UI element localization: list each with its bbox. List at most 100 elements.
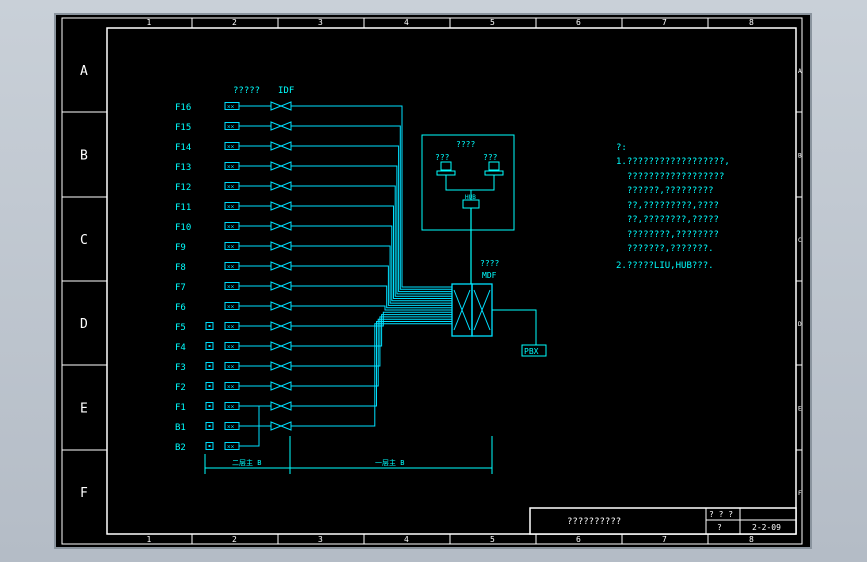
drawing-number: 2-2-09 — [752, 523, 781, 532]
outlet-glyph-icon: ×× — [227, 324, 235, 331]
telephone-outlet-icon — [205, 362, 214, 370]
pc-left-label: ??? — [435, 153, 450, 162]
outlet-glyph-icon: ×× — [227, 424, 235, 431]
floor-label: F6 — [175, 303, 186, 313]
dimension-left: 二层主 B — [232, 458, 261, 467]
note-line: ??,?????????,???? — [616, 201, 719, 211]
hub-label: HUB — [465, 194, 476, 201]
row-label-D: D — [80, 317, 88, 332]
mdf-label-top: ???? — [480, 259, 499, 268]
outlet-glyph-icon: ×× — [227, 144, 235, 151]
floor-label: F14 — [175, 143, 191, 153]
floor-row-f16: F16 ×× — [175, 101, 292, 113]
outlet-glyph-icon: ×× — [227, 184, 235, 191]
column-label-2: 2 — [232, 535, 237, 544]
floor-label: F15 — [175, 123, 191, 133]
column-label-3: 3 — [318, 18, 323, 27]
telephone-outlet-icon — [205, 422, 214, 430]
row-label-right-C: C — [798, 237, 802, 244]
column-label-8: 8 — [749, 535, 754, 544]
row-label-right-E: E — [798, 406, 802, 413]
riser-diagram: F16××F15××F14××F13××F12××F11××F10××F9××F… — [175, 101, 452, 453]
telephone-outlet-icon — [205, 402, 214, 410]
column-label-8: 8 — [749, 18, 754, 27]
drawing-sheet — [54, 13, 812, 549]
outlet-glyph-icon: ×× — [227, 344, 235, 351]
dimension-lines: 二层主 B 一层主 B — [204, 436, 493, 474]
notes-block: ?: 1.??????????????????, ???????????????… — [616, 143, 730, 271]
note-line: ???????,???????. — [616, 244, 714, 254]
floor-label: F3 — [175, 363, 186, 373]
note-line: ?????????????????? — [616, 172, 724, 182]
idf-header: IDF — [278, 86, 294, 96]
trunk-cables — [291, 105, 452, 427]
outlet-glyph-icon: ×× — [227, 284, 235, 291]
outlet-glyph-icon: ×× — [227, 104, 235, 111]
note-line: ??????,????????? — [616, 186, 714, 196]
outlet-glyph-icon: ×× — [227, 124, 235, 131]
floor-label: F5 — [175, 323, 186, 333]
floor-label: F1 — [175, 403, 186, 413]
telephone-outlet-icon — [205, 322, 214, 330]
column-label-3: 3 — [318, 535, 323, 544]
row-label-C: C — [80, 233, 88, 248]
row-label-E: E — [80, 402, 88, 417]
column-label-6: 6 — [576, 18, 581, 27]
outlet-glyph-icon: ×× — [227, 224, 235, 231]
row-label-F: F — [80, 486, 88, 501]
floor-label: F9 — [175, 243, 186, 253]
mdf-group: ???? MDF PBX — [451, 208, 547, 357]
floor-label: F10 — [175, 223, 191, 233]
telephone-outlet-icon — [205, 342, 214, 350]
floor-label: F16 — [175, 103, 191, 113]
column-label-7: 7 — [662, 535, 667, 544]
floor-label: F13 — [175, 163, 191, 173]
row-label-right-F: F — [798, 490, 802, 497]
column-label-5: 5 — [490, 18, 495, 27]
floor-label: F12 — [175, 183, 191, 193]
row-label-B: B — [80, 149, 88, 164]
floor-row-f11: F11×× — [175, 201, 292, 213]
pc-right-label: ??? — [483, 153, 498, 162]
column-label-4: 4 — [404, 18, 409, 27]
outlet-glyph-icon: ×× — [227, 384, 235, 391]
floor-label: B2 — [175, 443, 186, 453]
floor-label: F11 — [175, 203, 191, 213]
row-label-right-B: B — [798, 153, 802, 160]
floor-row-f2: F2×× — [175, 381, 292, 393]
dimension-right: 一层主 B — [375, 458, 404, 467]
outlet-glyph-icon: ×× — [227, 444, 235, 451]
notes-heading: ?: — [616, 143, 627, 153]
floor-label: F4 — [175, 343, 186, 353]
telephone-outlet-icon — [205, 382, 214, 390]
title-block: ?????????? ? ? ? ? 2-2-09 — [529, 507, 797, 535]
column-label-1: 1 — [147, 18, 152, 27]
workstation-title: ???? — [456, 140, 475, 149]
column-label-5: 5 — [490, 535, 495, 544]
outlet-header: ????? — [233, 86, 260, 96]
outlet-glyph-icon: ×× — [227, 304, 235, 311]
workstation-box — [421, 134, 515, 231]
floor-label: F8 — [175, 263, 186, 273]
column-label-1: 1 — [147, 535, 152, 544]
outlet-glyph-icon: ×× — [227, 404, 235, 411]
floor-row-f8: F8×× — [175, 261, 292, 273]
note-line: ????????,???????? — [616, 230, 719, 240]
floor-row-f3: F3 ×× — [175, 361, 292, 373]
column-label-4: 4 — [404, 535, 409, 544]
row-label-A: A — [80, 64, 88, 79]
row-label-right-A: A — [798, 68, 802, 75]
column-label-7: 7 — [662, 18, 667, 27]
mdf-label: MDF — [482, 271, 497, 280]
note-line: 2.?????LIU,HUB???. — [616, 261, 714, 271]
floor-row-f9: F9×× — [175, 241, 292, 253]
floor-label: F7 — [175, 283, 186, 293]
row-label-right-D: D — [798, 321, 802, 328]
note-line: 1.??????????????????, — [616, 157, 730, 167]
outlet-glyph-icon: ×× — [227, 364, 235, 371]
column-label-2: 2 — [232, 18, 237, 27]
telephone-outlet-icon — [205, 442, 214, 450]
title-field-top: ? ? ? — [709, 510, 733, 519]
floor-label: B1 — [175, 423, 186, 433]
column-label-6: 6 — [576, 535, 581, 544]
